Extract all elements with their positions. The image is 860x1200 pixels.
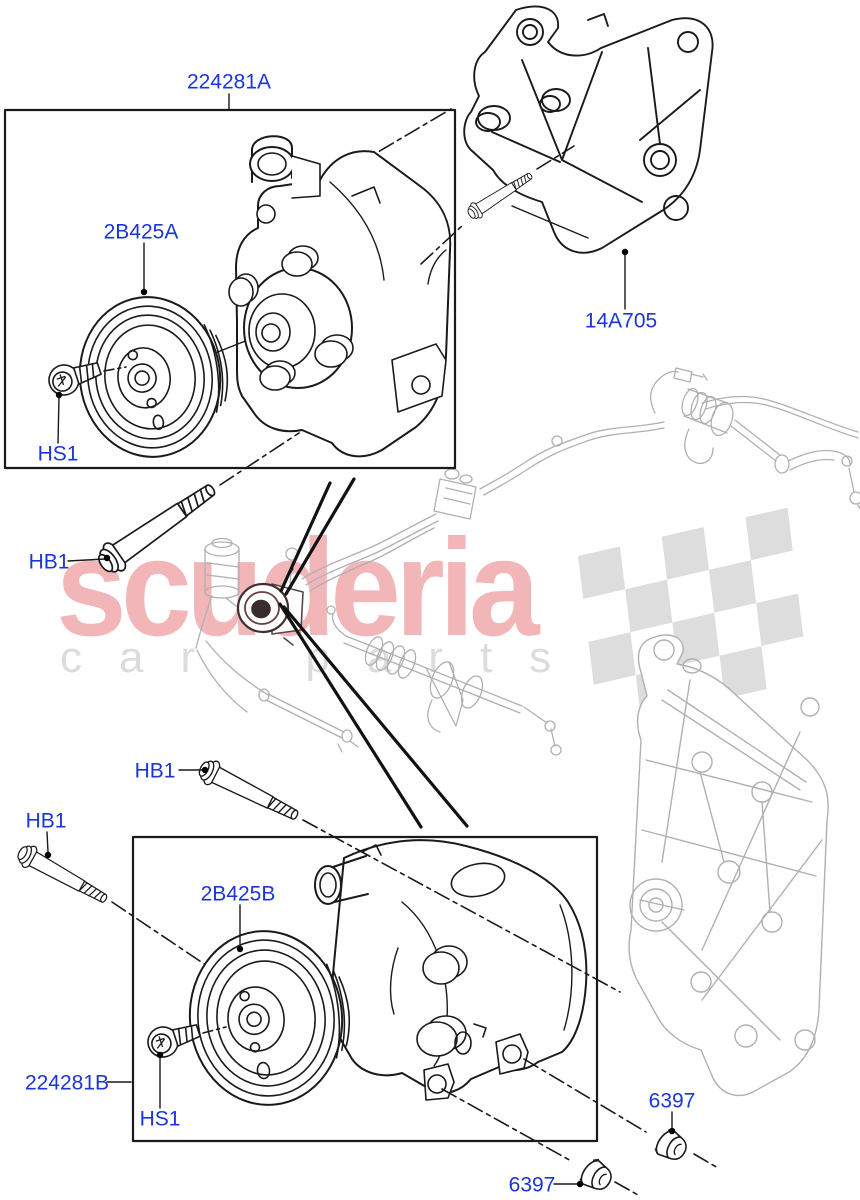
bushing-b-axis	[441, 1088, 639, 1196]
callout-mount-bolt-a[interactable]: HB1	[28, 550, 70, 574]
bracket-bolt-axis-1	[420, 223, 465, 265]
callout-mount-bolt-c[interactable]: HB1	[25, 809, 67, 833]
callout-mount-bolt-b[interactable]: HB1	[134, 759, 176, 783]
system-overview-ghost	[195, 367, 860, 756]
screw-b-axis	[202, 1026, 227, 1034]
callout-pulley-b[interactable]: 2B425B	[200, 882, 276, 906]
pump-b-drawing	[314, 839, 588, 1101]
pulley-a-drawing	[78, 296, 229, 458]
pulley-b-drawing	[188, 930, 351, 1106]
detail-box-upper	[3, 108, 457, 470]
callout-leader-lines	[44, 93, 676, 1188]
callout-bushing-a[interactable]: 6397	[648, 1089, 696, 1113]
bushing-b-drawing	[577, 1155, 618, 1196]
callout-pump-assembly-a[interactable]: 224281A	[186, 70, 272, 94]
callout-pulley-screw-a[interactable]: HS1	[37, 442, 79, 466]
detail-callout-lines	[278, 477, 469, 829]
bolt-a-drawing	[91, 474, 223, 580]
screw-a-axis	[103, 366, 127, 372]
bolt-b-drawing	[194, 755, 304, 828]
bracket-14a705-drawing	[463, 5, 714, 254]
callout-pump-assembly-b[interactable]: 224281B	[24, 1071, 110, 1095]
bushing-a-axis	[523, 1058, 719, 1169]
callout-pulley-screw-b[interactable]: HS1	[139, 1107, 181, 1131]
callout-pulley-a[interactable]: 2B425A	[103, 220, 179, 244]
bolt-c-drawing	[13, 840, 113, 911]
callout-mounting-bracket[interactable]: 14A705	[584, 309, 658, 333]
engine-bracket-ghost	[628, 634, 829, 1097]
chequered-flag-watermark	[578, 507, 804, 718]
pump-a-drawing	[134, 108, 452, 458]
bolt-b-axis	[302, 819, 621, 993]
bracket-bolt-axis-2	[536, 145, 575, 170]
callout-bushing-b[interactable]: 6397	[508, 1173, 556, 1197]
bolt-a-axis	[219, 432, 300, 486]
detail-box-lower	[131, 835, 599, 1143]
